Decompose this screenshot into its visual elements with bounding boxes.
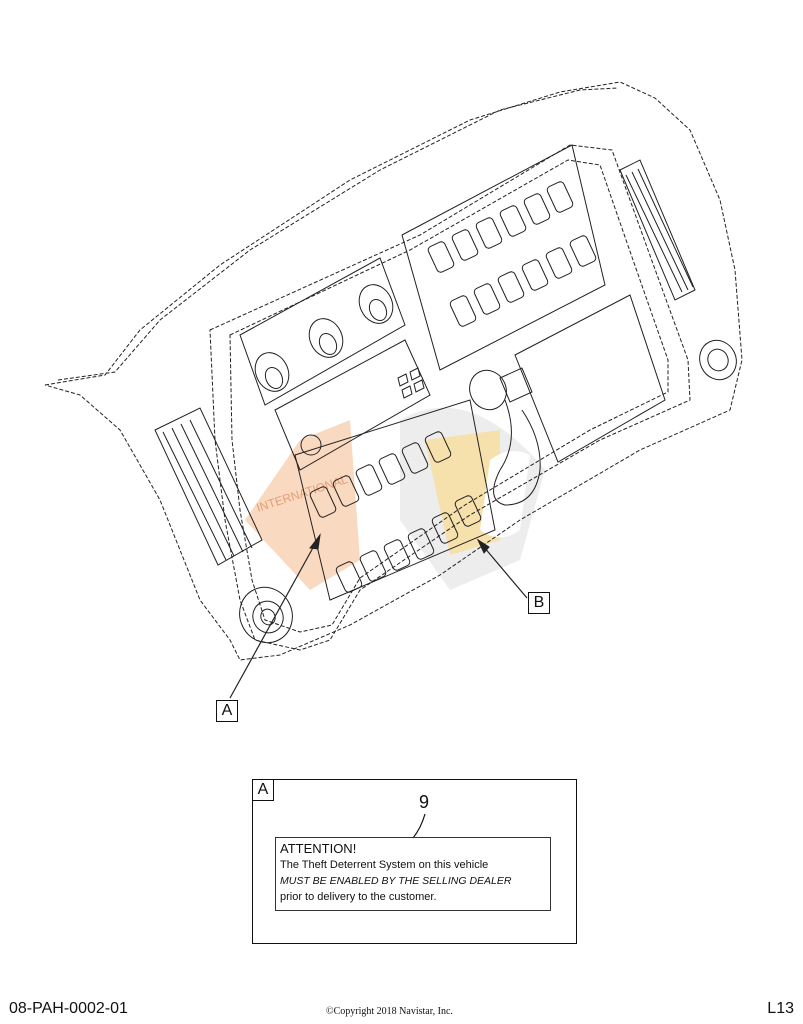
switch-panel-lower <box>294 399 496 601</box>
item-leader-line <box>412 813 426 839</box>
item-number: 9 <box>419 792 430 812</box>
dash-top-edge <box>57 87 619 381</box>
dash-shell-outline <box>44 81 743 661</box>
callout-b-arrow <box>476 538 490 554</box>
callout-b-label: B <box>528 592 550 614</box>
international-watermark: INTERNATIONAL <box>245 407 545 590</box>
label-heading: ATTENTION! <box>280 841 357 856</box>
callout-a-leader <box>229 534 321 699</box>
indicator-lamp <box>300 434 322 456</box>
detail-a-panel: A 9 ATTENTION! The Theft Deterrent Syste… <box>252 779 577 944</box>
drawing-number: 08-PAH-0002-01 <box>9 1000 128 1017</box>
dashboard-panel-illustration: INTERNATIONAL <box>44 81 743 699</box>
label-line-2: MUST BE ENABLED BY THE SELLING DEALER <box>280 875 512 887</box>
center-bezel-inner <box>229 159 669 633</box>
connector-harness <box>469 367 541 506</box>
lower-switch-row-1 <box>309 431 452 518</box>
gauge-1 <box>254 352 290 392</box>
detail-a-tag: A <box>253 780 274 801</box>
left-air-vent <box>154 407 263 566</box>
callout-a-label: A <box>216 700 238 722</box>
label-line-3: prior to delivery to the customer. <box>280 891 437 903</box>
right-air-vent <box>619 159 696 301</box>
indicator-panel <box>274 339 431 471</box>
gauge-cluster-housing <box>239 257 406 406</box>
switch-panel-upper <box>401 144 606 371</box>
label-line-1: The Theft Deterrent System on this vehic… <box>280 859 489 871</box>
copyright-notice: ©Copyright 2018 Navistar, Inc. <box>326 1006 453 1017</box>
upper-switch-row-2 <box>449 235 597 327</box>
storage-tray <box>514 294 666 463</box>
upper-switch-row-1 <box>427 181 574 273</box>
center-bezel <box>209 144 691 651</box>
right-round-knob <box>699 339 737 381</box>
gauge-3 <box>358 284 394 324</box>
gauge-2 <box>308 318 344 358</box>
attention-label: ATTENTION! The Theft Deterrent System on… <box>275 837 551 911</box>
lower-switch-row-2 <box>335 495 482 593</box>
callout-a-arrow <box>309 533 321 550</box>
page-code: L13 <box>767 1000 794 1017</box>
ignition-switch <box>239 586 293 644</box>
